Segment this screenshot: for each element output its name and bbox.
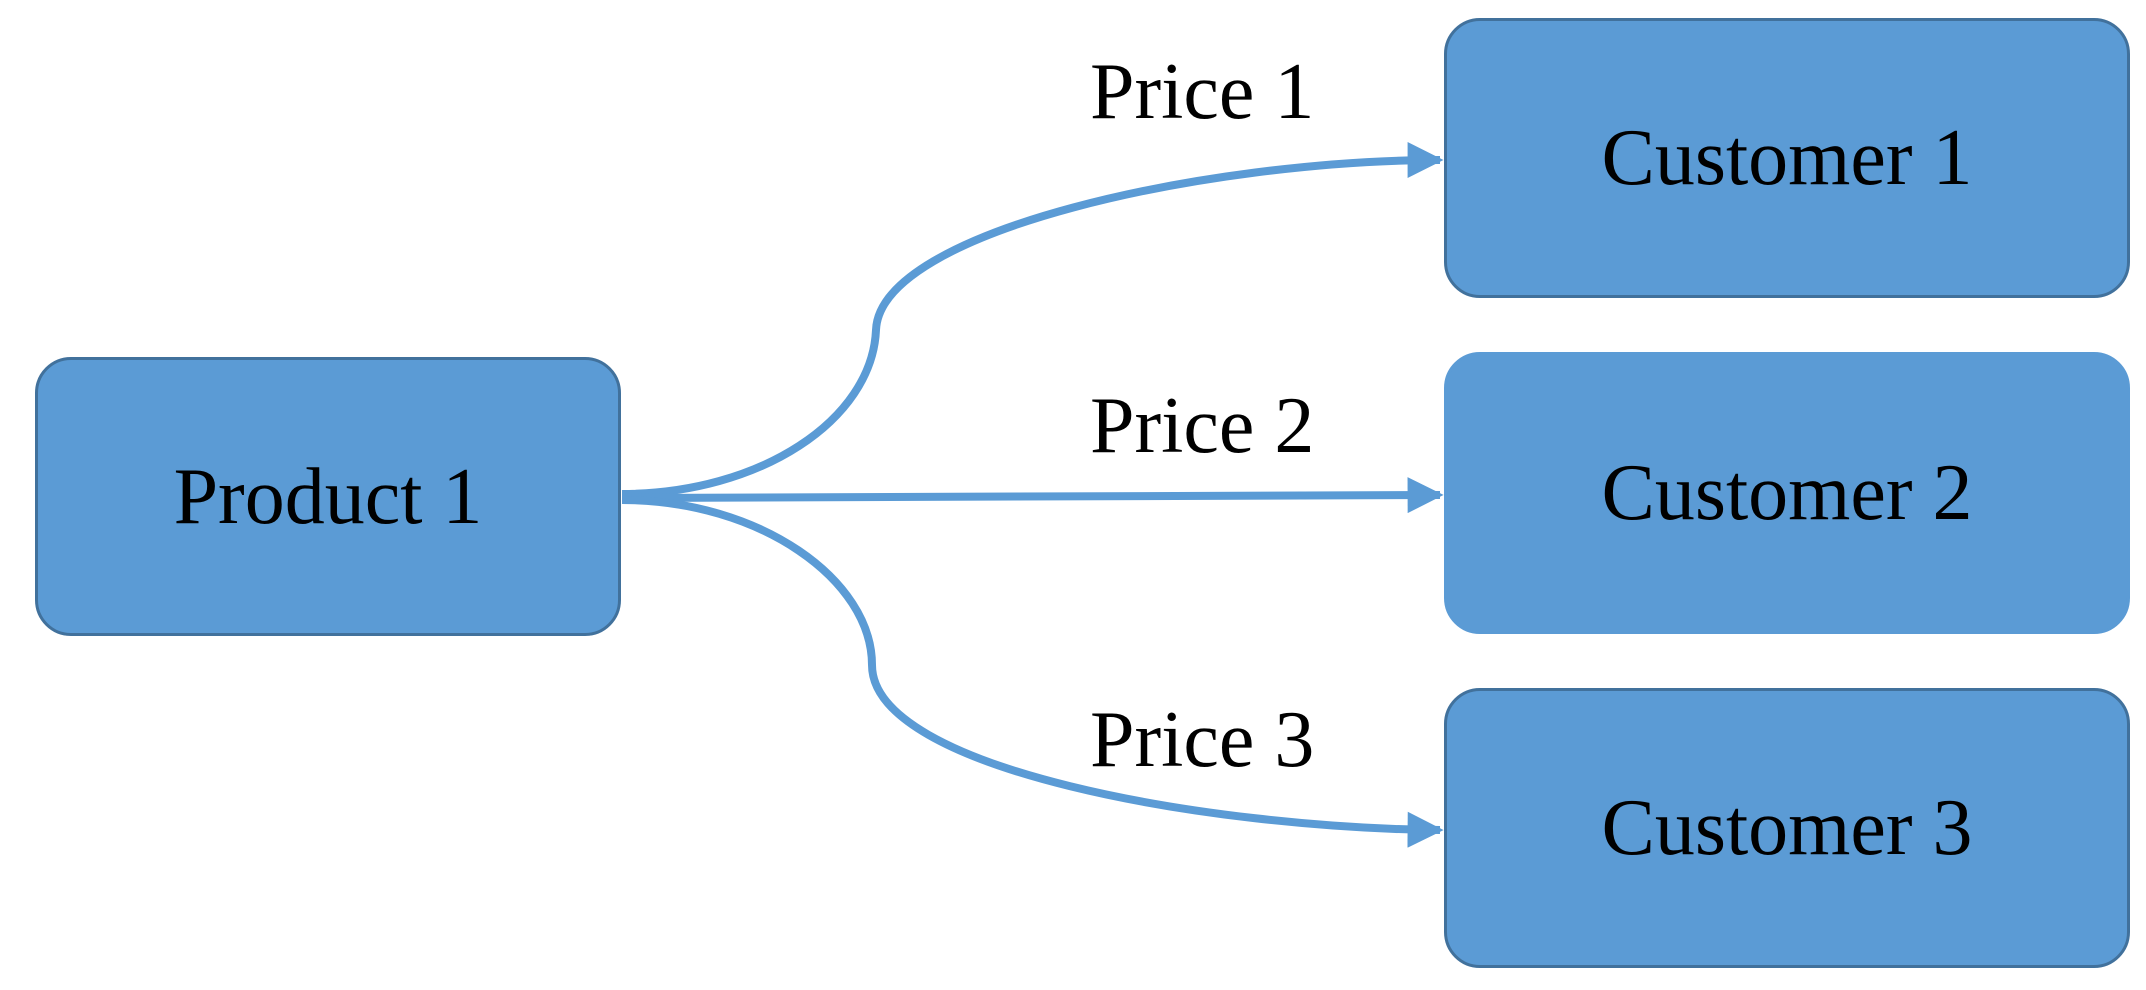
node-customer-1-label: Customer 1: [1601, 114, 1973, 202]
node-customer-2-label: Customer 2: [1601, 449, 1973, 537]
edge-price-2: [621, 477, 1444, 514]
node-customer-2: Customer 2: [1444, 352, 2130, 634]
edge-price-3: [621, 496, 1444, 848]
edge-label-price-3: Price 3: [1090, 696, 1315, 784]
node-product-1: Product 1: [35, 357, 621, 636]
edge-label-price-1: Price 1: [1090, 48, 1315, 136]
node-customer-3-label: Customer 3: [1601, 784, 1973, 872]
node-customer-1: Customer 1: [1444, 18, 2130, 298]
edge-price-1: [621, 142, 1444, 498]
edge-label-price-2: Price 2: [1090, 382, 1315, 470]
node-product-1-label: Product 1: [173, 452, 483, 541]
node-customer-3: Customer 3: [1444, 688, 2130, 968]
